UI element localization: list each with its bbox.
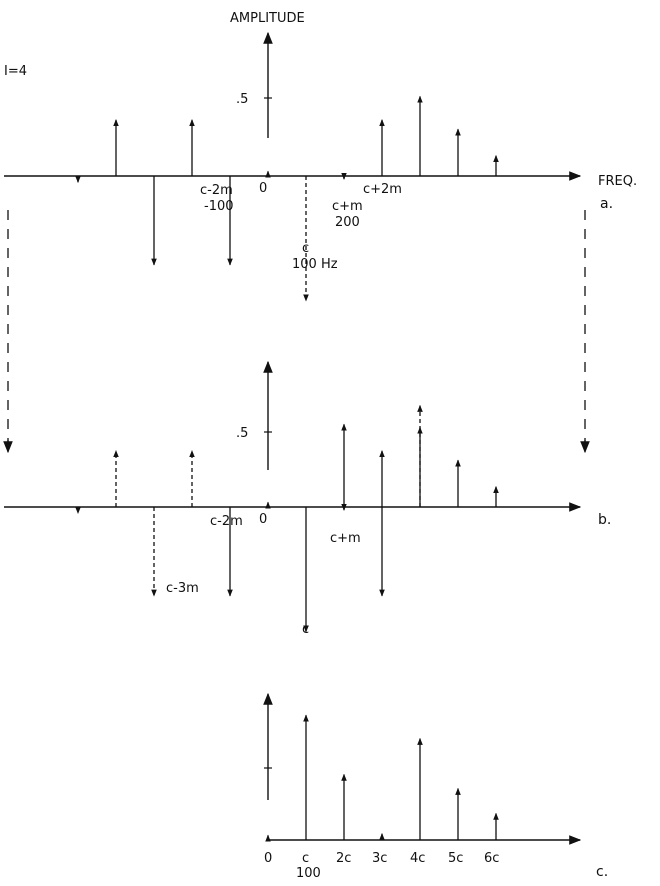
label-zero-c: 0 [264, 851, 272, 866]
panel-b: .5 b. c-2m 0 c+m c-3m c [4, 360, 611, 637]
label-zero-b: 0 [259, 512, 267, 527]
label-6c: 6c [484, 851, 499, 866]
label-c-minus-2m: c-2m [200, 183, 233, 198]
label-c-b: c [302, 622, 309, 637]
label-5c: 5c [448, 851, 463, 866]
label-c-minus-2m-b: c-2m [210, 514, 243, 529]
amplitude-title: AMPLITUDE [230, 11, 305, 26]
label-c-minus-3m: c-3m [166, 581, 199, 596]
label-c-plus-m-b: c+m [330, 531, 361, 546]
panel-a-tick-5-label: .5 [236, 92, 248, 107]
label-zero-a: 0 [259, 181, 267, 196]
panel-a-stems [75, 95, 499, 302]
label-c-c: c [302, 851, 309, 866]
panel-b-stems [75, 404, 499, 633]
panel-a: .5 FREQ. a. c-2m -100 0 c 100 Hz c+m 200… [4, 31, 637, 302]
panel-a-freq-label: FREQ. [598, 174, 637, 189]
label-100hz: 100 Hz [292, 257, 338, 272]
label-100: 100 [296, 866, 321, 881]
panel-c: c. 0 c 100 2c 3c 4c 5c 6c [263, 692, 608, 881]
panel-a-label: a. [600, 196, 613, 212]
panel-c-label: c. [596, 864, 608, 880]
panel-c-stems [265, 714, 499, 842]
label-3c: 3c [372, 851, 387, 866]
label-4c: 4c [410, 851, 425, 866]
label-c-plus-m-a: c+m [332, 199, 363, 214]
label-200: 200 [335, 215, 360, 230]
label-c-a: c [302, 241, 309, 256]
modulation-index-label: I=4 [4, 64, 27, 79]
panel-b-tick-5-label: .5 [236, 426, 248, 441]
label-minus-100: -100 [204, 199, 234, 214]
label-2c: 2c [336, 851, 351, 866]
panel-b-label: b. [598, 512, 611, 528]
label-c-plus-2m: c+2m [363, 182, 402, 197]
